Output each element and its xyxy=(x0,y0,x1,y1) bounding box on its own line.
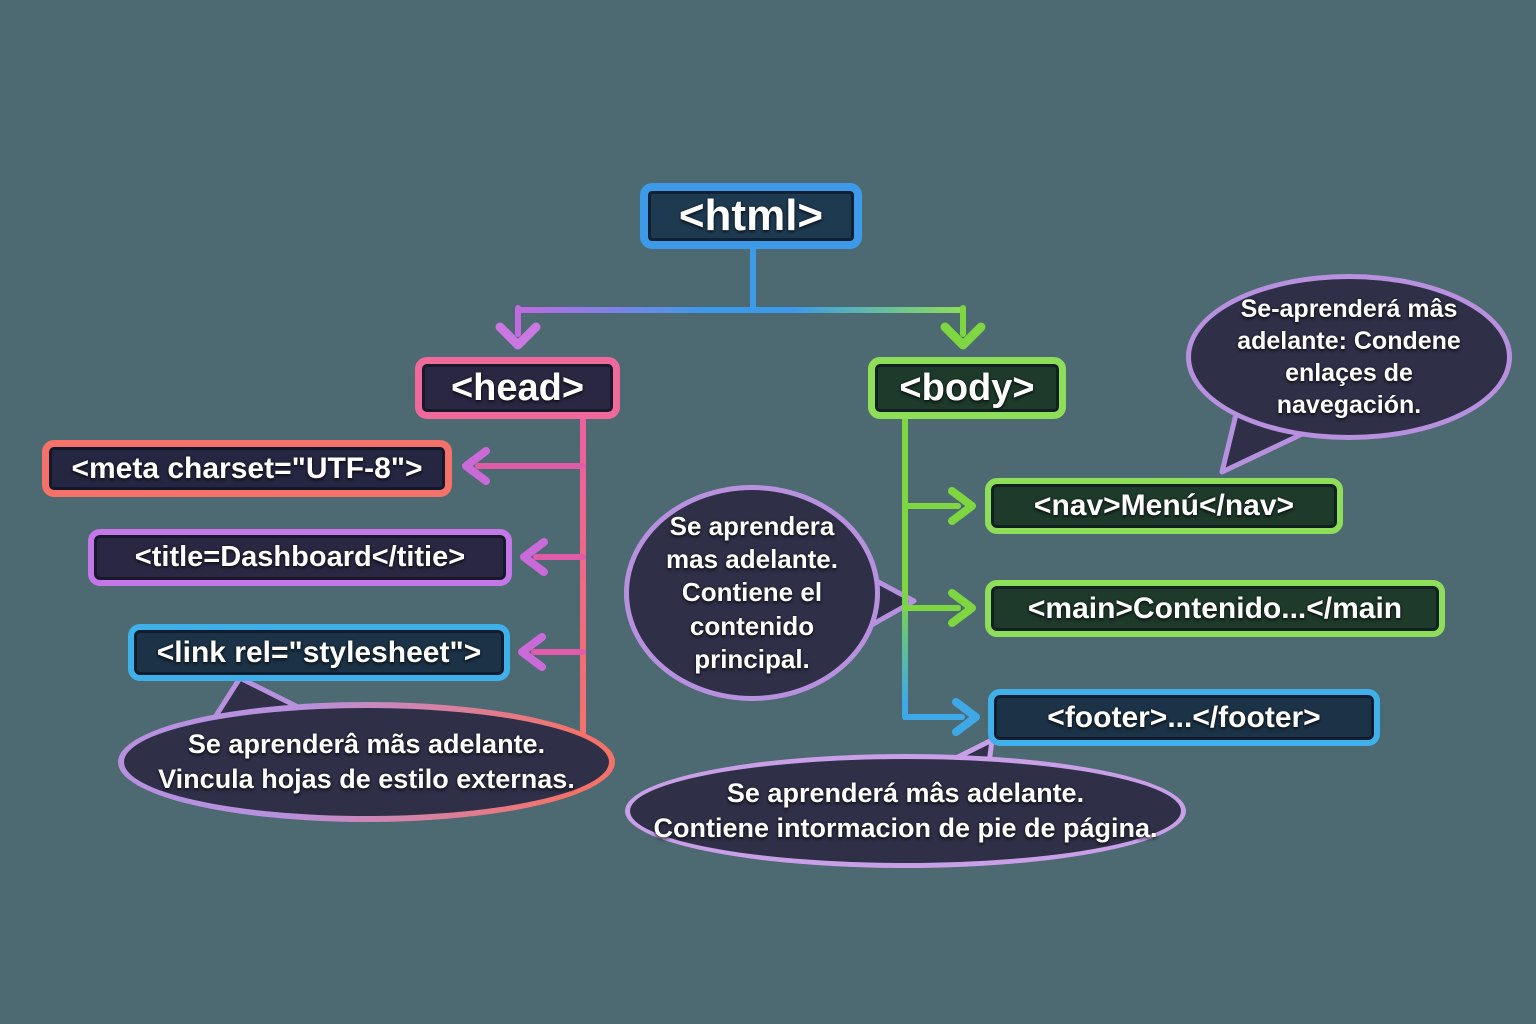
nav-note-text: Se-aprenderá mâs adelante: Condene enlaç… xyxy=(1237,295,1461,419)
main-note-bubble: Se aprendera mas adelante. Contiene el c… xyxy=(624,485,880,701)
node-body: <body> xyxy=(868,357,1066,419)
meta-arrow-icon xyxy=(462,447,490,485)
link-note-bubble: Se aprenderâ mãs adelante. Vincula hojas… xyxy=(118,702,615,822)
main-note-text: Se aprendera mas adelante. Contiene el c… xyxy=(666,510,838,674)
footer-note-bubble: Se aprenderá mâs adelante. Contiene into… xyxy=(625,754,1186,868)
body-arrow-icon xyxy=(940,322,986,350)
head-arrow-icon xyxy=(495,322,541,350)
node-nav: <nav>Menú</nav> xyxy=(985,478,1343,534)
node-footer: <footer>...</footer> xyxy=(988,689,1380,746)
node-title: <title=Dashboard</titie> xyxy=(88,529,512,586)
node-html: <html> xyxy=(640,183,862,249)
node-head: <head> xyxy=(415,357,620,419)
nav-arrow-icon xyxy=(948,487,976,525)
footer-arrow-icon xyxy=(952,698,980,736)
nav-note-bubble: Se-aprenderá mâs adelante: Condene enlaç… xyxy=(1186,274,1512,440)
node-main: <main>Contenido...</main xyxy=(985,580,1445,637)
title-arrow-icon xyxy=(520,538,548,576)
link-note-bubble-inner: Se aprenderâ mãs adelante. Vincula hojas… xyxy=(124,708,609,816)
link-note-text: Se aprenderâ mãs adelante. Vincula hojas… xyxy=(158,729,575,794)
link-arrow-icon xyxy=(518,633,546,671)
node-meta: <meta charset="UTF-8"> xyxy=(42,440,452,497)
main-arrow-icon xyxy=(948,589,976,627)
footer-note-text: Se aprenderá mâs adelante. Contiene into… xyxy=(653,778,1158,843)
node-link: <link rel="stylesheet"> xyxy=(128,624,510,681)
